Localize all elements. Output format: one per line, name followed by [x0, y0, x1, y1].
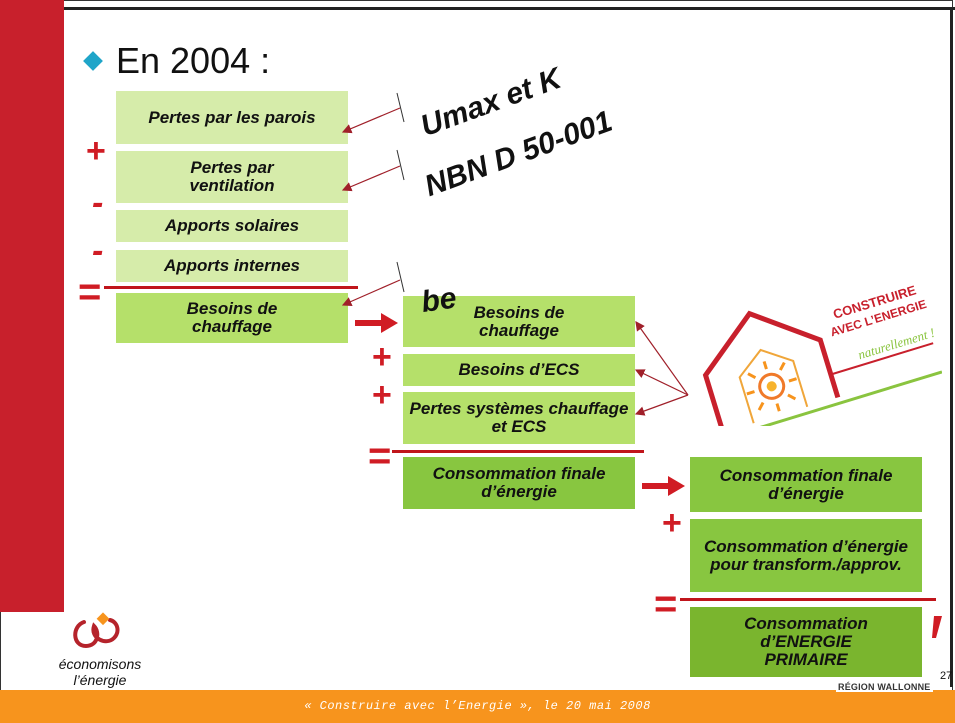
box-besoins-chauffage-mid: Besoins de chauffage [403, 296, 635, 347]
economisons-line2: l’énergie [73, 672, 127, 688]
box-consommation-finale-mid: Consommation finale d’énergie [403, 457, 635, 509]
box-consommation-finale-right: Consommation finale d’énergie [690, 457, 922, 512]
box-label: Apports internes [163, 256, 301, 276]
box-label: Pertes systèmes chauffage et ECS [409, 399, 629, 436]
box-besoins-ecs: Besoins d’ECS [403, 354, 635, 386]
minus-operator: - [92, 184, 104, 222]
equals-operator: = [78, 270, 102, 314]
right-arrow-icon [642, 476, 685, 496]
plus-operator: + [372, 338, 392, 376]
arrow-umax [341, 107, 401, 134]
arrow-nbn [341, 165, 401, 192]
box-label: Consommation d’énergie pour transform./a… [703, 536, 909, 574]
box-pertes-systemes: Pertes systèmes chauffage et ECS [403, 392, 635, 444]
footer-text: « Construire avec l’Energie », le 20 mai… [304, 699, 651, 713]
box-label: Apports solaires [164, 216, 300, 236]
footer-bar: « Construire avec l’Energie », le 20 mai… [0, 690, 955, 723]
box-label: Besoins d’ECS [458, 360, 580, 380]
slide-heading: En 2004 : [82, 40, 270, 82]
economisons-line1: économisons [58, 656, 142, 672]
box-label: Consommation finale d’énergie [719, 465, 893, 503]
construire-logo: CONSTRUIRE AVEC L’ENERGIE naturellement … [676, 260, 942, 426]
right-arrow-icon [355, 313, 398, 333]
equals-operator: = [654, 582, 678, 626]
tick-mark [396, 92, 405, 123]
arrow-logo-2 [634, 369, 689, 396]
left-accent-bar [0, 0, 64, 612]
tick-mark [396, 149, 405, 181]
plus-operator: + [86, 132, 106, 170]
box-label: Besoins de chauffage [473, 302, 565, 340]
arrow-logo-3 [634, 394, 689, 416]
box-apports-solaires: Apports solaires [116, 210, 348, 242]
exclamation-mark-icon [932, 616, 942, 638]
equals-underline [104, 286, 358, 289]
equals-underline [392, 450, 644, 453]
box-apports-internes: Apports internes [116, 250, 348, 282]
right-border-line [950, 7, 953, 687]
box-pertes-ventilation: Pertes par ventilation [116, 151, 348, 203]
plus-operator: + [372, 376, 392, 414]
box-label: Besoins de chauffage [186, 299, 278, 336]
region-wallonne-label: RÉGION WALLONNE [836, 682, 933, 692]
arrow-be [341, 279, 401, 307]
box-pertes-parois: Pertes par les parois [116, 91, 348, 144]
box-consommation-transform: Consommation d’énergie pour transform./a… [690, 519, 922, 592]
arrow-logo-1 [635, 321, 689, 396]
box-label: Pertes par ventilation [189, 158, 275, 195]
top-border-line [64, 7, 955, 10]
minus-operator: - [92, 232, 104, 270]
box-label: Consommation d’ENERGIE PRIMAIRE [744, 614, 868, 669]
tick-mark [396, 261, 405, 293]
plus-operator: + [662, 504, 682, 542]
heading-text: En 2004 : [116, 40, 271, 81]
equals-operator: = [368, 434, 392, 478]
box-label: Consommation finale d’énergie [432, 464, 606, 501]
economisons-swirl-icon [73, 612, 120, 649]
economisons-logo: économisons l’énergie [44, 612, 156, 690]
box-label: Pertes par les parois [148, 107, 316, 127]
equals-underline [680, 598, 936, 601]
page-number: 27 [940, 670, 953, 682]
box-besoins-chauffage-left: Besoins de chauffage [116, 293, 348, 343]
box-energie-primaire: Consommation d’ENERGIE PRIMAIRE [690, 607, 922, 677]
